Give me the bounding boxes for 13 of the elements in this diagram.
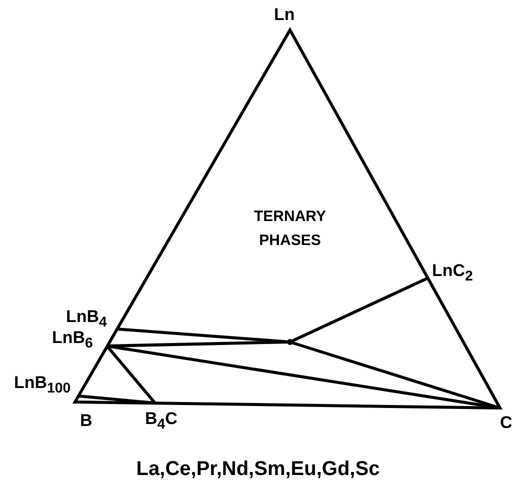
tie-line xyxy=(106,345,156,404)
composition-label: Ln xyxy=(274,6,295,23)
composition-label: C xyxy=(500,414,512,431)
junction-point xyxy=(287,339,293,345)
composition-label: B xyxy=(80,412,92,429)
composition-label: LnB$_{6}$ xyxy=(52,329,93,351)
composition-label: LnB$_{100}$ xyxy=(14,374,71,396)
phase-region-label: TERNARY PHASES xyxy=(253,207,327,251)
composition-label: LnC$_{2}$ xyxy=(432,262,473,284)
composition-label: B$_{4}$C xyxy=(145,410,178,432)
tie-line xyxy=(290,340,500,410)
composition-label: LnB$_{4}$ xyxy=(66,308,107,330)
caption: La,Ce,Pr,Nd,Sm,Eu,Gd,Sc xyxy=(135,458,381,481)
